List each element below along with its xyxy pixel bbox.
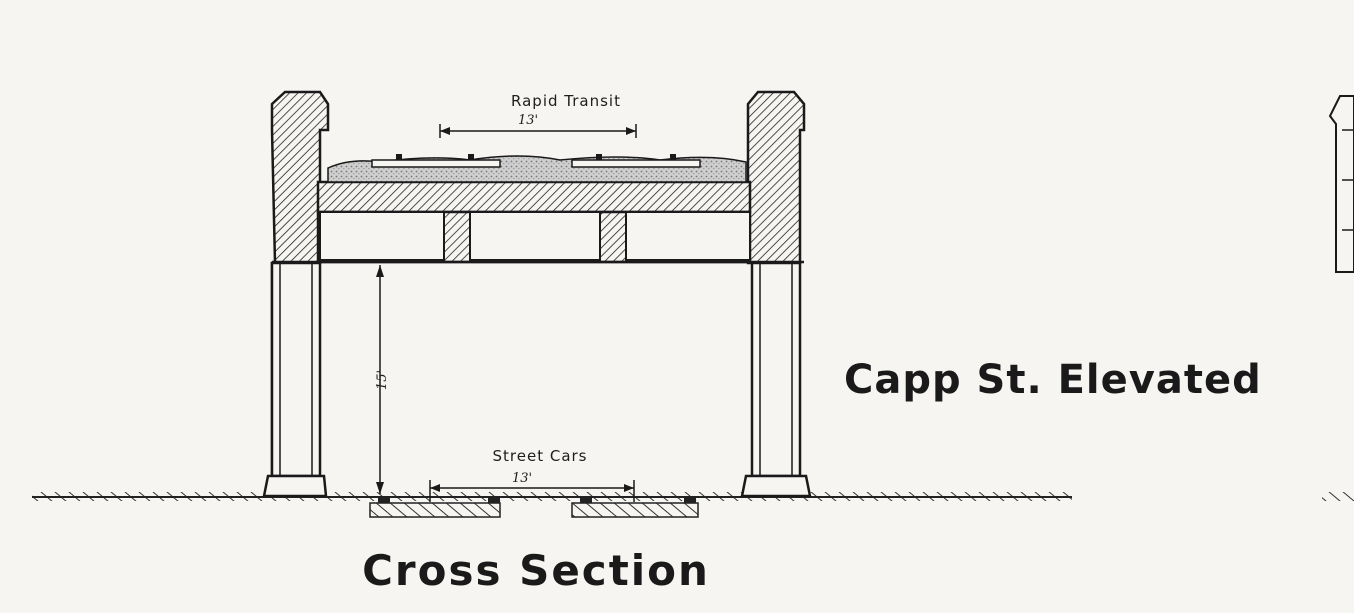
rapid-transit-dimension [439, 124, 637, 138]
rapid-transit-track [327, 154, 747, 183]
street-cars-dimension [429, 480, 635, 502]
deck-structure [272, 180, 804, 264]
left-column [262, 90, 330, 498]
capp-st-elevated-title: Capp St. Elevated [844, 357, 1262, 403]
clearance-dimension [376, 265, 384, 494]
cross-section-title: Cross Section [362, 546, 710, 595]
elevation-fragment [1328, 95, 1354, 273]
street-cars-width-label: 13' [512, 471, 532, 486]
ground [32, 492, 1354, 501]
clearance-height-label: 15' [375, 370, 390, 390]
right-column [740, 90, 812, 498]
street-cars-label: Street Cars [493, 447, 588, 465]
rapid-transit-width-label: 13' [518, 113, 538, 128]
street-car-track [369, 497, 699, 518]
rapid-transit-label: Rapid Transit [511, 92, 621, 110]
